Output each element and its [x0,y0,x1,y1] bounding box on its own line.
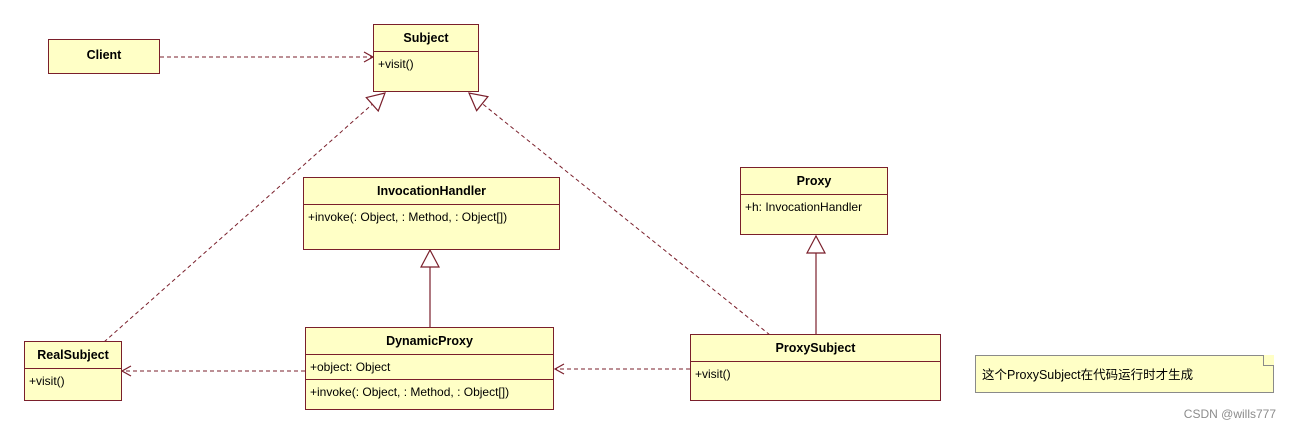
methods-section: +visit() [25,368,121,393]
class-proxy-subject[interactable]: ProxySubject +visit() [690,334,941,401]
methods-section: +invoke(: Object, : Method, : Object[]) [304,204,559,229]
method: +invoke(: Object, : Method, : Object[]) [308,210,508,224]
methods-section: +visit() [374,51,478,76]
watermark: CSDN @wills777 [1183,407,1276,421]
attribute: +h: InvocationHandler [745,200,863,214]
method: +visit() [29,374,65,388]
method: +invoke(: Object, : Method, : Object[]) [310,385,510,399]
class-invocation-handler[interactable]: InvocationHandler +invoke(: Object, : Me… [303,177,560,250]
class-name: DynamicProxy [386,334,473,348]
method: +visit() [695,367,731,381]
class-proxy[interactable]: Proxy +h: InvocationHandler [740,167,888,235]
class-name: Subject [403,31,449,45]
class-name: Client [86,48,122,62]
class-dynamic-proxy[interactable]: DynamicProxy +object: Object +invoke(: O… [305,327,554,410]
attributes-section: +object: Object [306,354,553,379]
class-name: RealSubject [37,348,109,362]
note-text: 这个ProxySubject在代码运行时才生成 [982,368,1194,382]
class-client[interactable]: Client [48,39,160,74]
attributes-section: +h: InvocationHandler [741,194,887,219]
class-name: InvocationHandler [376,184,487,198]
note-fold-corner [1263,355,1274,366]
note[interactable]: 这个ProxySubject在代码运行时才生成 [975,355,1274,393]
method: +visit() [378,57,414,71]
class-subject[interactable]: Subject +visit() [373,24,479,92]
class-name: ProxySubject [775,341,856,355]
methods-section: +invoke(: Object, : Method, : Object[]) [306,379,553,404]
realization-proxysubject-subject [468,92,771,336]
class-name: Proxy [796,174,832,188]
attribute: +object: Object [310,360,391,374]
class-real-subject[interactable]: RealSubject +visit() [24,341,122,401]
methods-section: +visit() [691,361,940,386]
